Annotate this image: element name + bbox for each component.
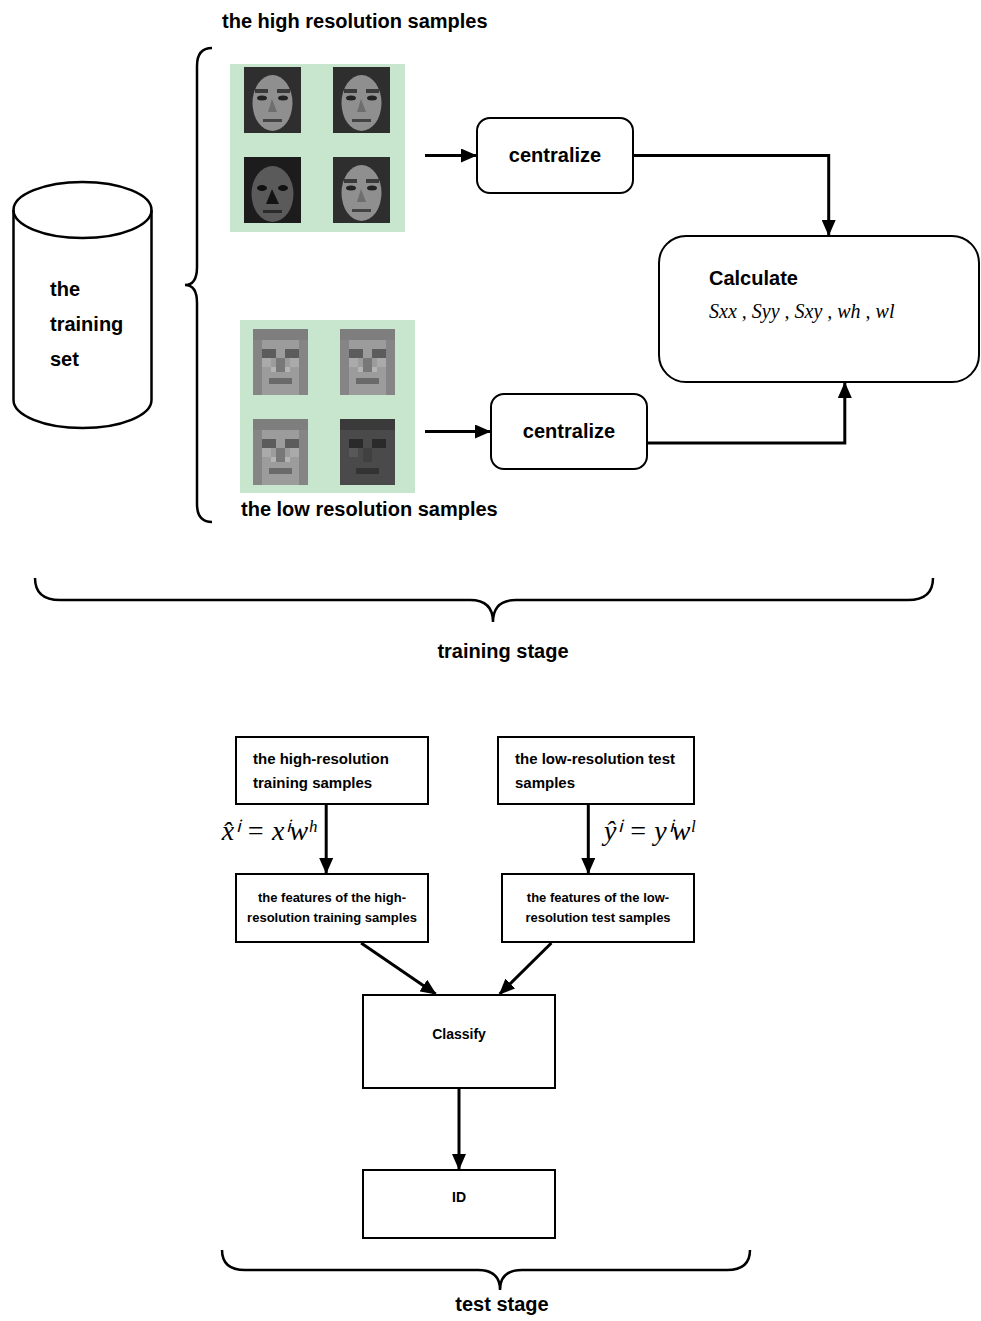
data-box: the low-resolution test samples [497, 736, 695, 805]
face-image [244, 67, 301, 133]
node-text: Classify [374, 1026, 544, 1042]
stage-label: test stage [352, 1293, 652, 1315]
arrow-connector [325, 805, 328, 873]
feature-box: the features of the low-resolution test … [501, 873, 695, 943]
arrow-connector [361, 943, 436, 994]
process-box: centralize [476, 117, 634, 194]
sample-panel: the high resolution samples [230, 64, 405, 232]
node-text: the high-resolution training samples [247, 747, 417, 795]
cylinder-rim [14, 210, 152, 238]
calculate-box: CalculateSxx , Syy , Sxy , wh , wl [658, 235, 980, 383]
sample-panel [230, 64, 405, 232]
face-image [244, 157, 301, 223]
arrow-connector [587, 805, 590, 873]
node-text: the features of the low-resolution test … [513, 888, 683, 928]
arrow-connector [425, 430, 490, 433]
lowres-face-image [340, 419, 395, 485]
arrow-connector [425, 154, 476, 157]
face-image [333, 157, 390, 223]
feature-box: the features of the high-resolution trai… [235, 873, 429, 943]
arrow-connector [648, 383, 845, 443]
lowres-face-image [340, 329, 395, 395]
process-box: centralize [490, 393, 648, 470]
node-text: centralize [523, 420, 615, 443]
curly-brace [185, 48, 212, 522]
data-box: the high-resolution training samples [235, 736, 429, 805]
stage-label: training stage [353, 640, 653, 662]
face-image [333, 67, 390, 133]
node-text: Calculate [709, 267, 968, 290]
formula-label: ŷⁱ = yⁱwˡ [602, 816, 696, 847]
node-text: centralize [509, 144, 601, 167]
cylinder-outline [12, 180, 153, 430]
panel-heading: the low resolution samples [241, 498, 498, 521]
node-text: the low-resolution test samples [509, 747, 683, 795]
lowres-face-image [253, 329, 308, 395]
classify-box: Classify [362, 994, 556, 1089]
arrow-connector [634, 156, 829, 236]
arrow-connector [458, 1089, 461, 1169]
sample-panel [240, 320, 415, 493]
sample-panel: the low resolution samples [240, 320, 415, 493]
curly-brace [222, 1250, 750, 1290]
node-text: the training set [50, 272, 140, 377]
formula-label: x̂ⁱ = xⁱwʰ [220, 816, 318, 847]
node-text: ID [374, 1189, 544, 1205]
output-box: ID [362, 1169, 556, 1239]
panel-heading: the high resolution samples [222, 10, 488, 33]
arrow-connector [500, 943, 552, 994]
node-text: Sxx , Syy , Sxy , wh , wl [709, 300, 968, 323]
lowres-face-image [253, 419, 308, 485]
cylinder-body [14, 182, 152, 428]
curly-brace [35, 578, 933, 622]
node-text: the features of the high-resolution trai… [247, 888, 417, 928]
database-cylinder: the training set [12, 180, 153, 430]
